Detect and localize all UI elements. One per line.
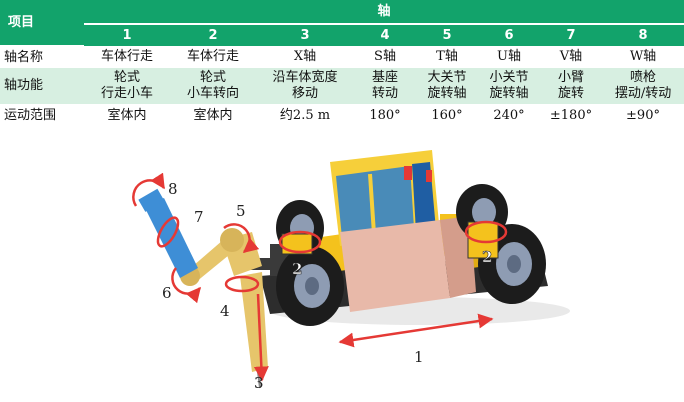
- table-cell: 室体内: [84, 104, 170, 128]
- axis-number-2: 2: [170, 24, 256, 46]
- axis-number-1: 1: [84, 24, 170, 46]
- axis-number-8: 8: [602, 24, 684, 46]
- callout-8: 8: [168, 180, 178, 198]
- table-cell: W轴: [602, 46, 684, 68]
- arrow-axis-5: [223, 223, 260, 253]
- row-label: 运动范围: [0, 104, 84, 128]
- cell-line: 移动: [291, 86, 318, 101]
- cell-line: 大关节: [427, 70, 467, 85]
- robot-diagram: 1 2 2 3 4 5 6 7 8: [132, 150, 570, 392]
- table-cell: 车体行走: [170, 46, 256, 68]
- arrow-axis-6: [171, 267, 201, 304]
- axis-number-4: 4: [354, 24, 416, 46]
- table-cell: X轴: [256, 46, 354, 68]
- table-cell: 喷枪摆动/转动: [602, 68, 684, 104]
- arrow-axis-4: [224, 275, 260, 293]
- callout-7: 7: [194, 208, 204, 226]
- cell-line: 小车转向: [186, 86, 239, 101]
- cell-line: 沿车体宽度: [272, 70, 338, 85]
- arrow-axis-7: [156, 216, 180, 248]
- table-cell: 轮式小车转向: [170, 68, 256, 104]
- arrow-axis-8: [132, 172, 166, 207]
- header-item: 项目: [0, 0, 84, 47]
- table-cell: 大关节旋转轴: [416, 68, 478, 104]
- cell-line: 小臂: [557, 70, 584, 85]
- arrow-axis-3: [253, 293, 269, 382]
- axis-number-3: 3: [256, 24, 354, 46]
- header-axis: 轴: [84, 0, 684, 25]
- cell-line: 基座: [371, 70, 398, 85]
- row-label: 轴功能: [0, 68, 84, 104]
- callout-6: 6: [162, 284, 172, 302]
- table-cell: S轴: [354, 46, 416, 68]
- cell-line: 小关节: [489, 70, 529, 85]
- robot-arm: [138, 188, 272, 389]
- table-cell: V轴: [540, 46, 602, 68]
- callout-2-right: 2: [482, 248, 492, 266]
- table-cell: 轮式行走小车: [84, 68, 170, 104]
- callout-3: 3: [254, 374, 264, 392]
- front-wheel-left: [276, 246, 344, 326]
- table-cell: 240°: [478, 104, 540, 128]
- cell-line: 转动: [371, 86, 398, 101]
- table-cell: 基座转动: [354, 68, 416, 104]
- table-cell: 小关节旋转轴: [478, 68, 540, 104]
- cell-line: 旋转轴: [427, 86, 467, 101]
- row-axis-function: 轴功能轮式行走小车轮式小车转向沿车体宽度移动基座转动大关节旋转轴小关节旋转轴小臂…: [0, 68, 684, 104]
- table-cell: ±90°: [602, 104, 684, 128]
- callout-5: 5: [236, 202, 246, 220]
- cell-line: 喷枪: [630, 70, 657, 85]
- axis-number-5: 5: [416, 24, 478, 46]
- axis-number-6: 6: [478, 24, 540, 46]
- cell-line: 轮式: [113, 70, 140, 85]
- table-cell: T轴: [416, 46, 478, 68]
- arrow-axis-2-right: [464, 220, 508, 244]
- cabin-window: [336, 166, 414, 238]
- steering-unit-left: [281, 233, 313, 255]
- cell-line: 轮式: [199, 70, 226, 85]
- cell-line: 旋转: [557, 86, 584, 101]
- table-cell: 160°: [416, 104, 478, 128]
- table-cell: U轴: [478, 46, 540, 68]
- table-cell: 室体内: [170, 104, 256, 128]
- cabin: [330, 150, 440, 246]
- cell-line: 摆动/转动: [614, 86, 672, 101]
- table-cell: 小臂旋转: [540, 68, 602, 104]
- axis-number-7: 7: [540, 24, 602, 46]
- callout-2-left: 2: [292, 260, 302, 278]
- arrow-axis-2-left: [278, 230, 322, 254]
- table-cell: ±180°: [540, 104, 602, 128]
- callout-4: 4: [220, 302, 230, 320]
- table-cell: 180°: [354, 104, 416, 128]
- cell-line: 旋转轴: [489, 86, 529, 101]
- table-cell: 车体行走: [84, 46, 170, 68]
- table-cell: 沿车体宽度移动: [256, 68, 354, 104]
- motion-arrows: [132, 172, 508, 382]
- row-label: 轴名称: [0, 46, 84, 68]
- arrow-axis-1: [338, 313, 494, 348]
- table-cell: 约2.5 m: [256, 104, 354, 128]
- cell-line: 行走小车: [100, 86, 153, 101]
- callout-1: 1: [414, 348, 424, 366]
